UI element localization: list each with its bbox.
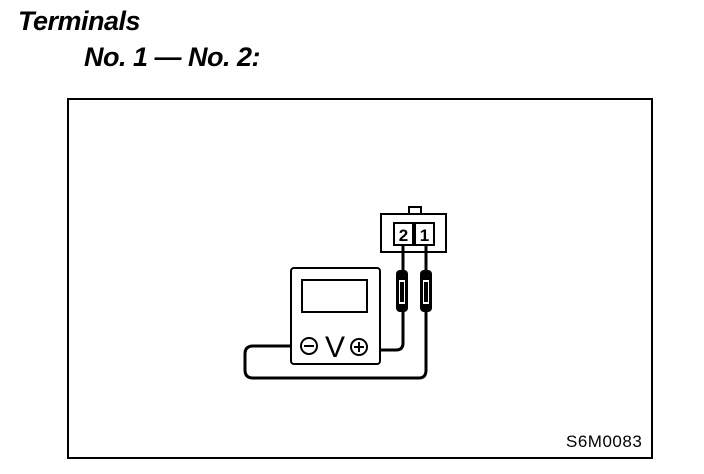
terminal-label-1: 1 bbox=[420, 226, 429, 245]
figure-code: S6M0083 bbox=[566, 432, 643, 451]
diagram-frame bbox=[67, 98, 653, 459]
voltmeter-symbol: V bbox=[325, 331, 345, 364]
positive-lead bbox=[366, 245, 405, 352]
terminal-label-2: 2 bbox=[399, 226, 408, 245]
probe-grips bbox=[396, 270, 432, 312]
negative-lead bbox=[243, 245, 428, 380]
probe-leads bbox=[243, 245, 428, 380]
voltmeter-display bbox=[301, 279, 368, 313]
page-subtitle: No. 1 — No. 2: bbox=[84, 42, 261, 72]
page-title: Terminals bbox=[18, 6, 141, 36]
connector: 2 1 bbox=[380, 206, 447, 253]
voltmeter: V bbox=[290, 267, 381, 365]
